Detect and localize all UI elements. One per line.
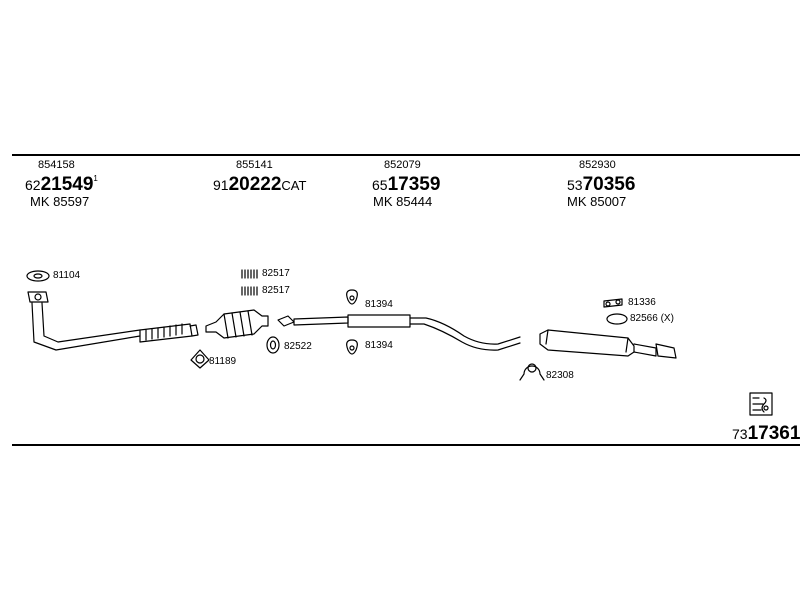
group3-ref: 852079 xyxy=(384,159,421,171)
kit-box-icon xyxy=(749,392,773,416)
gasket-82522-icon xyxy=(266,336,280,354)
label-82517-b: 82517 xyxy=(262,285,290,296)
group4-code: 5370356 xyxy=(567,175,635,194)
group3-mk: MK 85444 xyxy=(373,194,433,209)
group1-code-sup: 1 xyxy=(93,174,98,183)
front-pipe-icon xyxy=(27,291,199,351)
label-81189: 81189 xyxy=(209,356,237,367)
bottom-rule xyxy=(12,444,800,446)
catalytic-converter-icon xyxy=(205,309,269,339)
group1-ref: 854158 xyxy=(38,159,75,171)
group3-code-prefix: 65 xyxy=(372,177,388,193)
label-81336: 81336 xyxy=(628,297,656,308)
group4-ref: 852930 xyxy=(579,159,616,171)
group1-code: 62215491 xyxy=(25,174,98,195)
label-82522: 82522 xyxy=(284,341,312,352)
kit-number-main: 17361 xyxy=(747,423,800,444)
group1-code-main: 21549 xyxy=(40,174,94,195)
label-82566: 82566 (X) xyxy=(630,313,674,324)
label-81394-b: 81394 xyxy=(365,340,393,351)
gasket-81104-icon xyxy=(26,270,50,282)
hanger-81336-icon xyxy=(603,298,623,308)
group4-code-prefix: 53 xyxy=(567,177,583,193)
group2-code: 9120222CAT xyxy=(213,175,306,194)
group4-code-main: 70356 xyxy=(582,174,636,195)
clamp-82308-icon xyxy=(519,363,545,381)
group3-code: 6517359 xyxy=(372,175,440,194)
label-81394-a: 81394 xyxy=(365,299,393,310)
kit-number-prefix: 73 xyxy=(732,426,748,442)
group4-mk: MK 85007 xyxy=(567,194,627,209)
ring-82566-icon xyxy=(606,313,628,325)
gasket-81189-icon xyxy=(190,349,210,369)
group2-ref: 855141 xyxy=(236,159,273,171)
spring-82517b-icon xyxy=(241,286,258,296)
group2-code-main: 20222 xyxy=(228,174,282,195)
rear-silencer-icon xyxy=(539,329,677,359)
label-82517-a: 82517 xyxy=(262,268,290,279)
top-rule xyxy=(12,154,800,156)
centre-pipe-icon xyxy=(277,314,521,351)
group2-code-prefix: 91 xyxy=(213,177,229,193)
group2-code-suffix: CAT xyxy=(281,178,307,193)
group1-mk: MK 85597 xyxy=(30,194,90,209)
hanger-81394b-icon xyxy=(346,339,358,355)
spring-82517a-icon xyxy=(241,269,258,279)
label-81104: 81104 xyxy=(53,270,81,281)
label-82308: 82308 xyxy=(546,370,574,381)
group3-code-main: 17359 xyxy=(387,174,441,195)
kit-number: 7317361 xyxy=(732,424,800,443)
group1-code-prefix: 62 xyxy=(25,177,41,193)
hanger-81394a-icon xyxy=(346,289,358,305)
